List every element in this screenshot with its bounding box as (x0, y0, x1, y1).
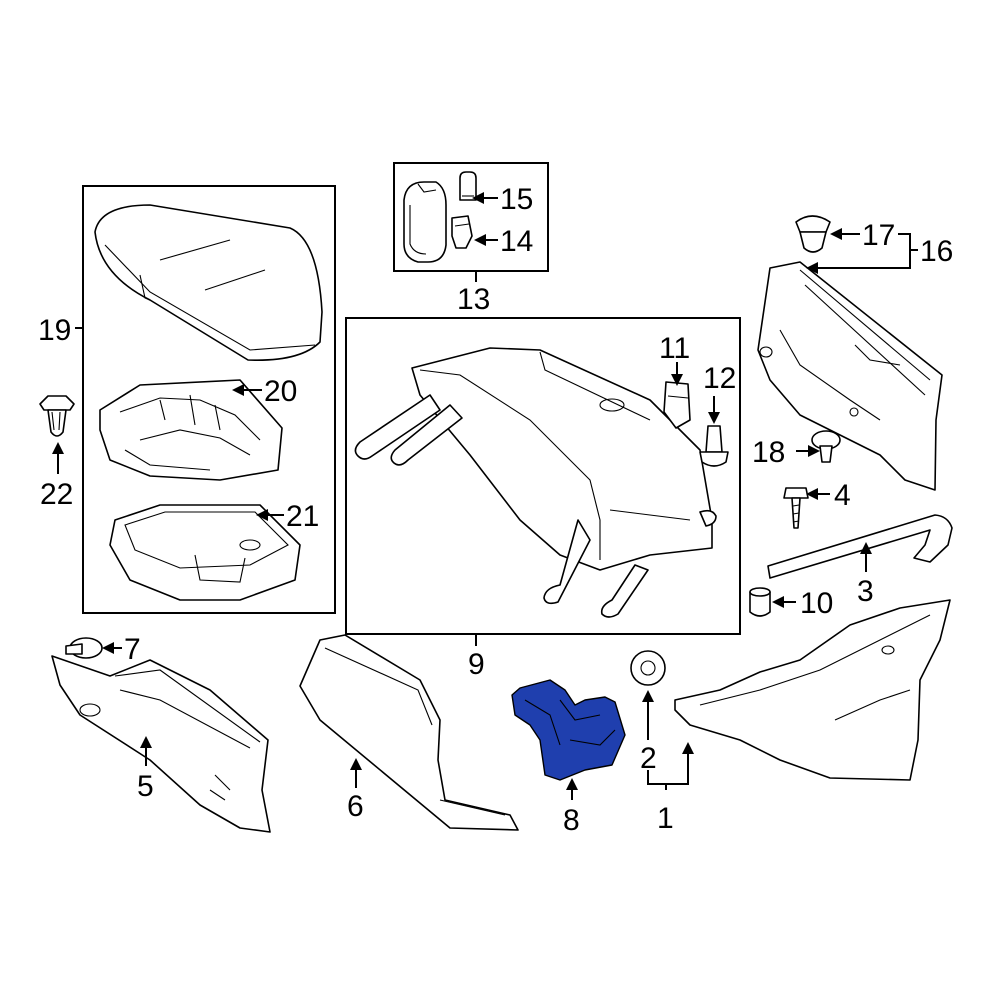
callout-17: 17 (862, 219, 895, 252)
part-11-clip (663, 381, 691, 429)
callout-13: 13 (457, 283, 490, 316)
callout-2: 2 (640, 742, 657, 775)
arrow-6 (350, 758, 362, 770)
callout-11: 11 (659, 332, 690, 365)
callout-3: 3 (857, 575, 874, 608)
callout-7: 7 (124, 633, 141, 666)
callout-12: 12 (703, 362, 736, 395)
callout-18: 18 (752, 436, 785, 469)
part-20-foam-insert (99, 379, 283, 481)
part-15-bulb (459, 171, 477, 201)
arrow-20 (232, 384, 244, 396)
arrow-4 (806, 488, 818, 500)
part-1-wheelhouse-trim (674, 599, 951, 781)
part-4-screw (783, 487, 809, 529)
arrow-18 (808, 445, 820, 457)
part-3-sill-strip (767, 514, 953, 579)
callout-15: 15 (500, 183, 533, 216)
callout-21: 21 (286, 500, 319, 533)
part-10-grommet (749, 587, 771, 617)
box-9-group (345, 317, 741, 635)
callout-20: 20 (264, 375, 297, 408)
callout-14: 14 (500, 225, 533, 258)
arrow-1 (682, 742, 694, 754)
part-5-side-trim (51, 655, 271, 833)
arrow-17 (830, 228, 842, 240)
callout-1: 1 (657, 802, 674, 835)
part-8-highlighted-bracket (511, 679, 626, 781)
part-19-floor-cover (94, 204, 323, 361)
part-17-clip (795, 215, 831, 253)
leader-1 (665, 752, 689, 790)
callout-4: 4 (834, 479, 851, 512)
part-18-rivet (811, 430, 841, 463)
box-19-group (82, 185, 336, 614)
part-16-side-trim (757, 261, 943, 491)
arrow-12 (708, 412, 720, 424)
arrow-22 (52, 442, 64, 454)
callout-22: 22 (40, 478, 73, 511)
callout-19: 19 (38, 314, 71, 347)
callout-16: 16 (920, 235, 953, 268)
arrow-10 (772, 596, 784, 608)
part-9-trunk-lid-trim (354, 347, 717, 618)
callout-5: 5 (137, 770, 154, 803)
arrow-21 (256, 509, 268, 521)
arrow-15 (472, 192, 484, 204)
part-2-clip (630, 650, 666, 686)
part-22-clip (39, 395, 75, 437)
part-6-center-trim (299, 634, 519, 831)
callout-8: 8 (563, 804, 580, 837)
part-14-socket (451, 215, 473, 249)
arrow-11 (671, 374, 683, 386)
arrow-5 (140, 736, 152, 748)
arrow-14 (474, 234, 486, 246)
part-12-push-pin (699, 425, 729, 467)
arrow-2 (642, 690, 654, 702)
part-21-storage-tray (109, 504, 301, 601)
callout-6: 6 (347, 790, 364, 823)
part-13-lamp-housing (403, 181, 447, 263)
callout-10: 10 (800, 587, 833, 620)
box-13-group (393, 162, 549, 272)
arrow-16 (806, 262, 818, 274)
callout-9: 9 (468, 648, 485, 681)
arrow-7 (102, 642, 114, 654)
arrow-8 (566, 778, 578, 790)
arrow-3 (860, 542, 872, 554)
leader-1-branch (647, 770, 666, 785)
part-7-push-clip (65, 637, 103, 659)
